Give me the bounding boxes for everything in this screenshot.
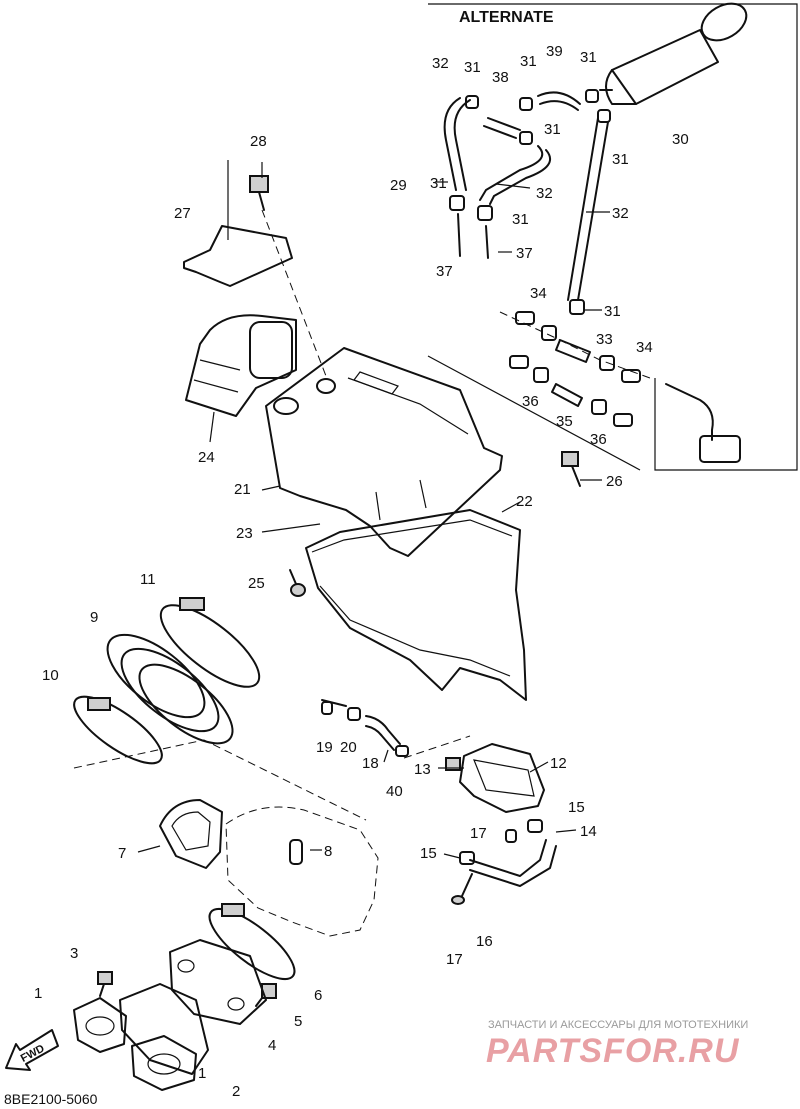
callout-36: 36	[590, 431, 607, 448]
callout-1: 1	[34, 985, 42, 1002]
callout-4: 4	[268, 1037, 276, 1054]
part-10-clamp	[73, 695, 163, 765]
callout-27: 27	[174, 205, 191, 222]
callout-31: 31	[580, 49, 597, 66]
fwd-arrow: FWD	[5, 1029, 59, 1071]
callout-31: 31	[464, 59, 481, 76]
leader-lines	[137, 160, 610, 859]
callout-17: 17	[470, 825, 487, 842]
part-21-airbox-upper	[265, 347, 503, 557]
callout-7: 7	[118, 845, 126, 862]
callout-1: 1	[198, 1065, 206, 1082]
callout-18: 18	[362, 755, 379, 772]
part-1-gasket-upper	[73, 997, 127, 1053]
callout-19: 19	[316, 739, 333, 756]
watermark-caption: ЗАПЧАСТИ И АКСЕССУАРЫ ДЛЯ МОТОТЕХНИКИ	[488, 1019, 748, 1031]
callouts: 1 1 2 3 4 5 6 7 8 9 10 11 12 13 14 15 15…	[34, 43, 689, 1100]
callout-33: 33	[596, 331, 613, 348]
part-28-bolt	[249, 175, 269, 211]
callout-36: 36	[522, 393, 539, 410]
part-30-fuel-filter	[599, 2, 748, 105]
part-1-gasket-lower	[131, 1035, 197, 1091]
callout-9: 9	[90, 609, 98, 626]
callout-30: 30	[672, 131, 689, 148]
part-4-reed-valve	[169, 939, 267, 1025]
callout-22: 22	[516, 493, 533, 510]
fittings-18-19-20-40	[321, 699, 471, 759]
callout-29: 29	[390, 177, 407, 194]
part-7-gasket	[159, 799, 223, 869]
part-26-fitting	[561, 451, 581, 487]
callout-31: 31	[512, 211, 529, 228]
callout-20: 20	[340, 739, 357, 756]
callout-14: 14	[580, 823, 597, 840]
callout-23: 23	[236, 525, 253, 542]
callout-38: 38	[492, 69, 509, 86]
callout-17: 17	[446, 951, 463, 968]
callout-31: 31	[520, 53, 537, 70]
callout-31: 31	[604, 303, 621, 320]
callout-32: 32	[536, 185, 553, 202]
callout-31: 31	[544, 121, 561, 138]
callout-11: 11	[140, 571, 156, 588]
part-27-bracket	[183, 225, 293, 287]
callout-21: 21	[234, 481, 251, 498]
callout-15: 15	[568, 799, 585, 816]
part-6-clamp	[208, 903, 296, 981]
callout-31: 31	[612, 151, 629, 168]
callout-40: 40	[386, 783, 403, 800]
callout-5: 5	[294, 1013, 302, 1030]
leader-10-8	[73, 739, 367, 821]
callout-35: 35	[556, 413, 573, 430]
callout-13: 13	[414, 761, 431, 778]
part-8-pin	[289, 839, 303, 865]
part-3-screw	[97, 971, 113, 997]
fwd-label: FWD	[19, 1042, 47, 1064]
callout-37: 37	[436, 263, 453, 280]
leader-28-27	[261, 209, 327, 377]
part-25-screw	[289, 569, 306, 597]
watermark: ЗАПЧАСТИ И АКСЕССУАРЫ ДЛЯ МОТОТЕХНИКИ PA…	[486, 1019, 748, 1070]
part-11-clamp	[159, 597, 261, 688]
callout-32: 32	[612, 205, 629, 222]
part-12-fuel-pump	[445, 743, 545, 813]
callout-6: 6	[314, 987, 322, 1004]
diagram-code: 8BE2100-5060	[4, 1091, 98, 1107]
callout-10: 10	[42, 667, 59, 684]
callout-25: 25	[248, 575, 265, 592]
callout-8: 8	[324, 843, 332, 860]
callout-37: 37	[516, 245, 533, 262]
callout-16: 16	[476, 933, 493, 950]
callout-12: 12	[550, 755, 567, 772]
alternate-connectors	[499, 311, 741, 463]
part-24-intake-duct	[185, 314, 297, 417]
part-23-airbox-lower	[305, 509, 527, 701]
callout-15: 15	[420, 845, 437, 862]
callout-39: 39	[546, 43, 563, 60]
callout-34: 34	[530, 285, 547, 302]
part-8-engine-outline	[225, 806, 379, 937]
part-5-bolt	[255, 983, 277, 1007]
callout-31: 31	[430, 175, 447, 192]
callout-24: 24	[198, 449, 215, 466]
callout-32: 32	[432, 55, 449, 72]
watermark-logo: PARTSFOR.RU	[486, 1032, 740, 1070]
callout-26: 26	[606, 473, 623, 490]
alternate-inset-frame	[427, 3, 798, 471]
alternate-hoses	[443, 89, 611, 315]
fuel-lines-14-17	[451, 819, 557, 905]
alternate-label: ALTERNATE	[459, 9, 554, 26]
callout-3: 3	[70, 945, 78, 962]
callout-28: 28	[250, 133, 267, 150]
part-2-manifold	[119, 983, 209, 1075]
callout-2: 2	[232, 1083, 240, 1100]
part-9-intake-joint	[106, 633, 234, 745]
callout-34: 34	[636, 339, 653, 356]
